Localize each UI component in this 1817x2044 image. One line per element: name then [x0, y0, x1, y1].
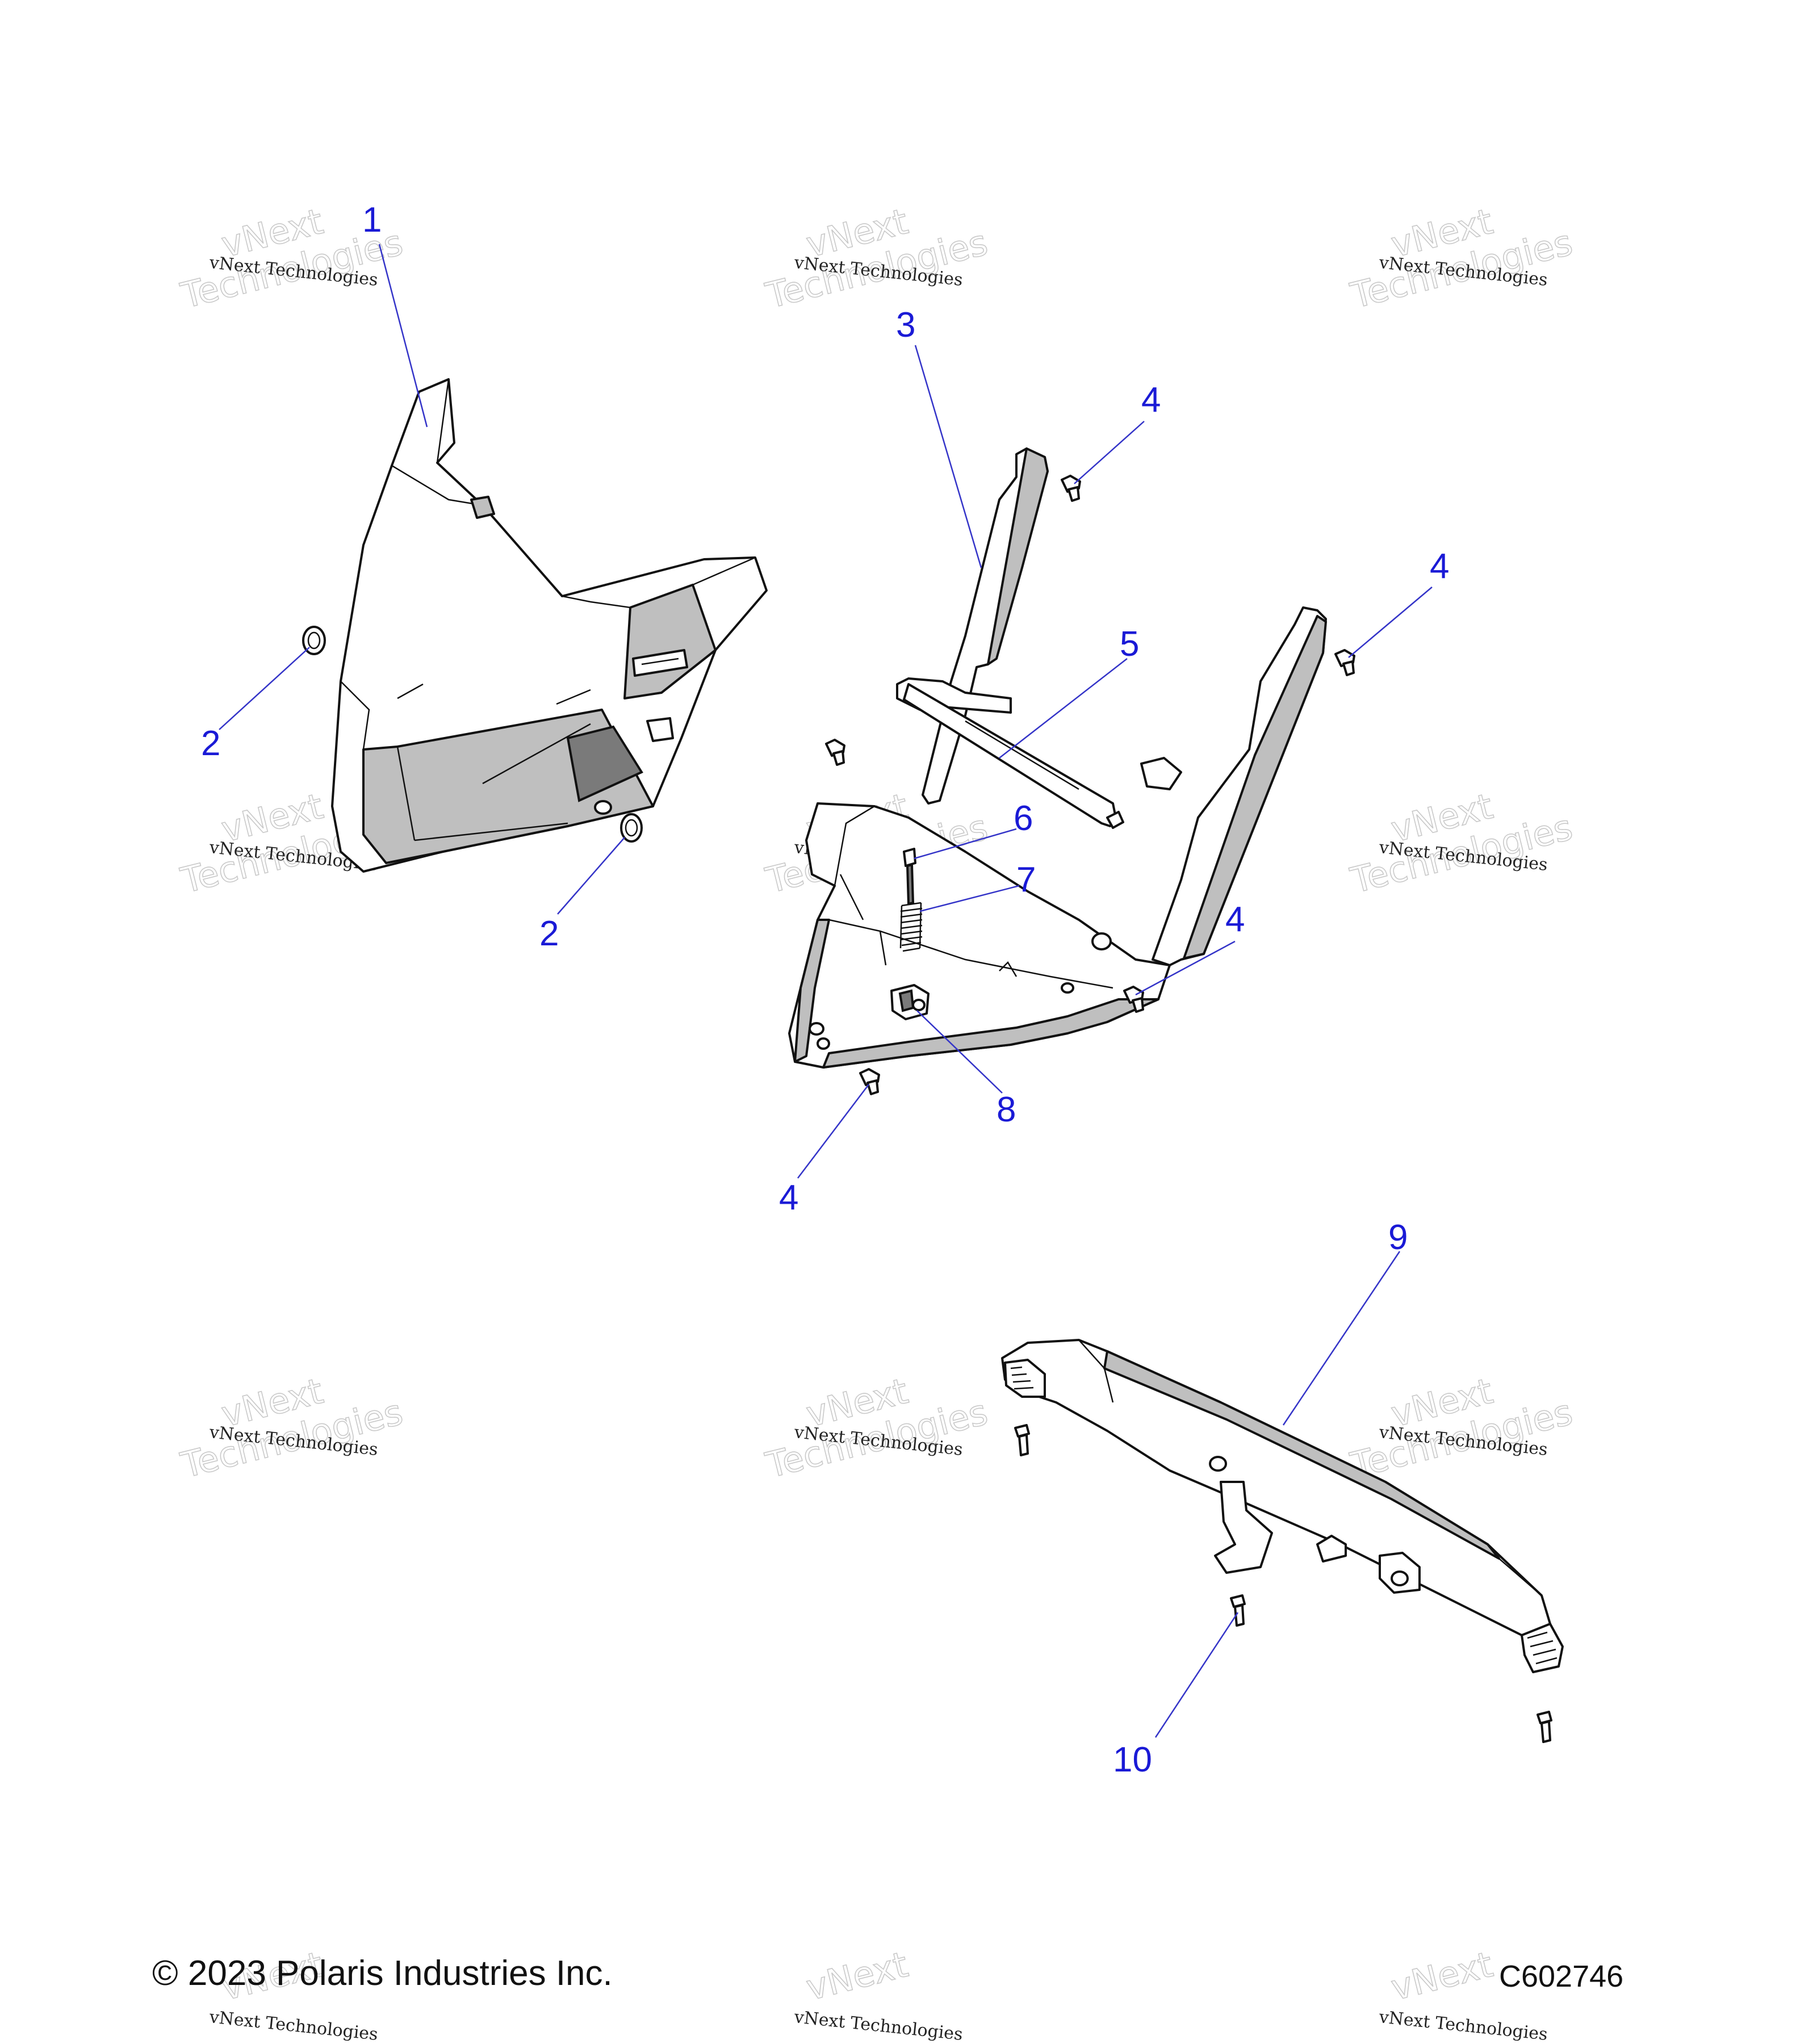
screw	[1334, 649, 1355, 676]
watermark: vNext	[802, 1943, 912, 2009]
watermark: vNext Technologies	[1346, 785, 1577, 902]
svg-text:vNext: vNext	[1387, 1944, 1497, 2009]
bolt	[1014, 1424, 1030, 1456]
screw	[1061, 475, 1081, 502]
callout-4: 4	[1430, 547, 1449, 586]
screw	[1123, 986, 1144, 1013]
watermark-label: vNext Technologies	[793, 2007, 964, 2044]
callout-7: 7	[1016, 860, 1036, 899]
callout-4: 4	[779, 1178, 798, 1217]
callout-3: 3	[896, 305, 915, 345]
diagram-code: C602746	[1499, 1959, 1624, 1993]
watermark: vNext	[1387, 1943, 1497, 2009]
adjuster-rod	[903, 683, 1124, 829]
watermark: vNext Technologies	[176, 1369, 407, 1486]
callout-2: 2	[539, 914, 559, 953]
bolt	[1537, 1711, 1552, 1743]
callout-2: 2	[201, 724, 220, 763]
callout-10: 10	[1113, 1740, 1152, 1779]
copyright-text: © 2023 Polaris Industries Inc.	[152, 1954, 613, 1993]
screw	[859, 1068, 880, 1095]
leader-lines	[219, 244, 1433, 1738]
callout-4: 4	[1225, 900, 1245, 939]
watermark: vNext Technologies	[1346, 200, 1577, 317]
watermark: vNext Technologies	[1346, 1369, 1577, 1486]
adjuster-screw	[903, 848, 916, 906]
watermark: vNext Technologies	[761, 200, 992, 317]
callout-5: 5	[1120, 625, 1139, 664]
headlight-bracket	[788, 447, 1327, 1069]
bolt	[1230, 1594, 1246, 1627]
callout-6: 6	[1014, 799, 1033, 838]
grommet	[620, 813, 643, 843]
watermarks: vNext Technologies vNext Technologies vN…	[176, 200, 1577, 2044]
clip-nut	[890, 984, 930, 1020]
watermark: vNext Technologies	[761, 1369, 992, 1486]
screw	[825, 739, 845, 766]
callout-9: 9	[1388, 1218, 1408, 1257]
light-bar	[1001, 1339, 1564, 1673]
headlight-housing	[331, 378, 768, 873]
callout-1: 1	[362, 200, 382, 240]
watermark-label: vNext Technologies	[1378, 2007, 1548, 2044]
watermark-label: vNext Technologies	[208, 2007, 379, 2044]
callout-8: 8	[997, 1090, 1016, 1129]
callout-4: 4	[1141, 380, 1161, 420]
callouts: 1 2 2 3 4 4 4 4 5 6 7 8 9 10	[201, 200, 1449, 1779]
svg-text:vNext: vNext	[802, 1944, 912, 2009]
